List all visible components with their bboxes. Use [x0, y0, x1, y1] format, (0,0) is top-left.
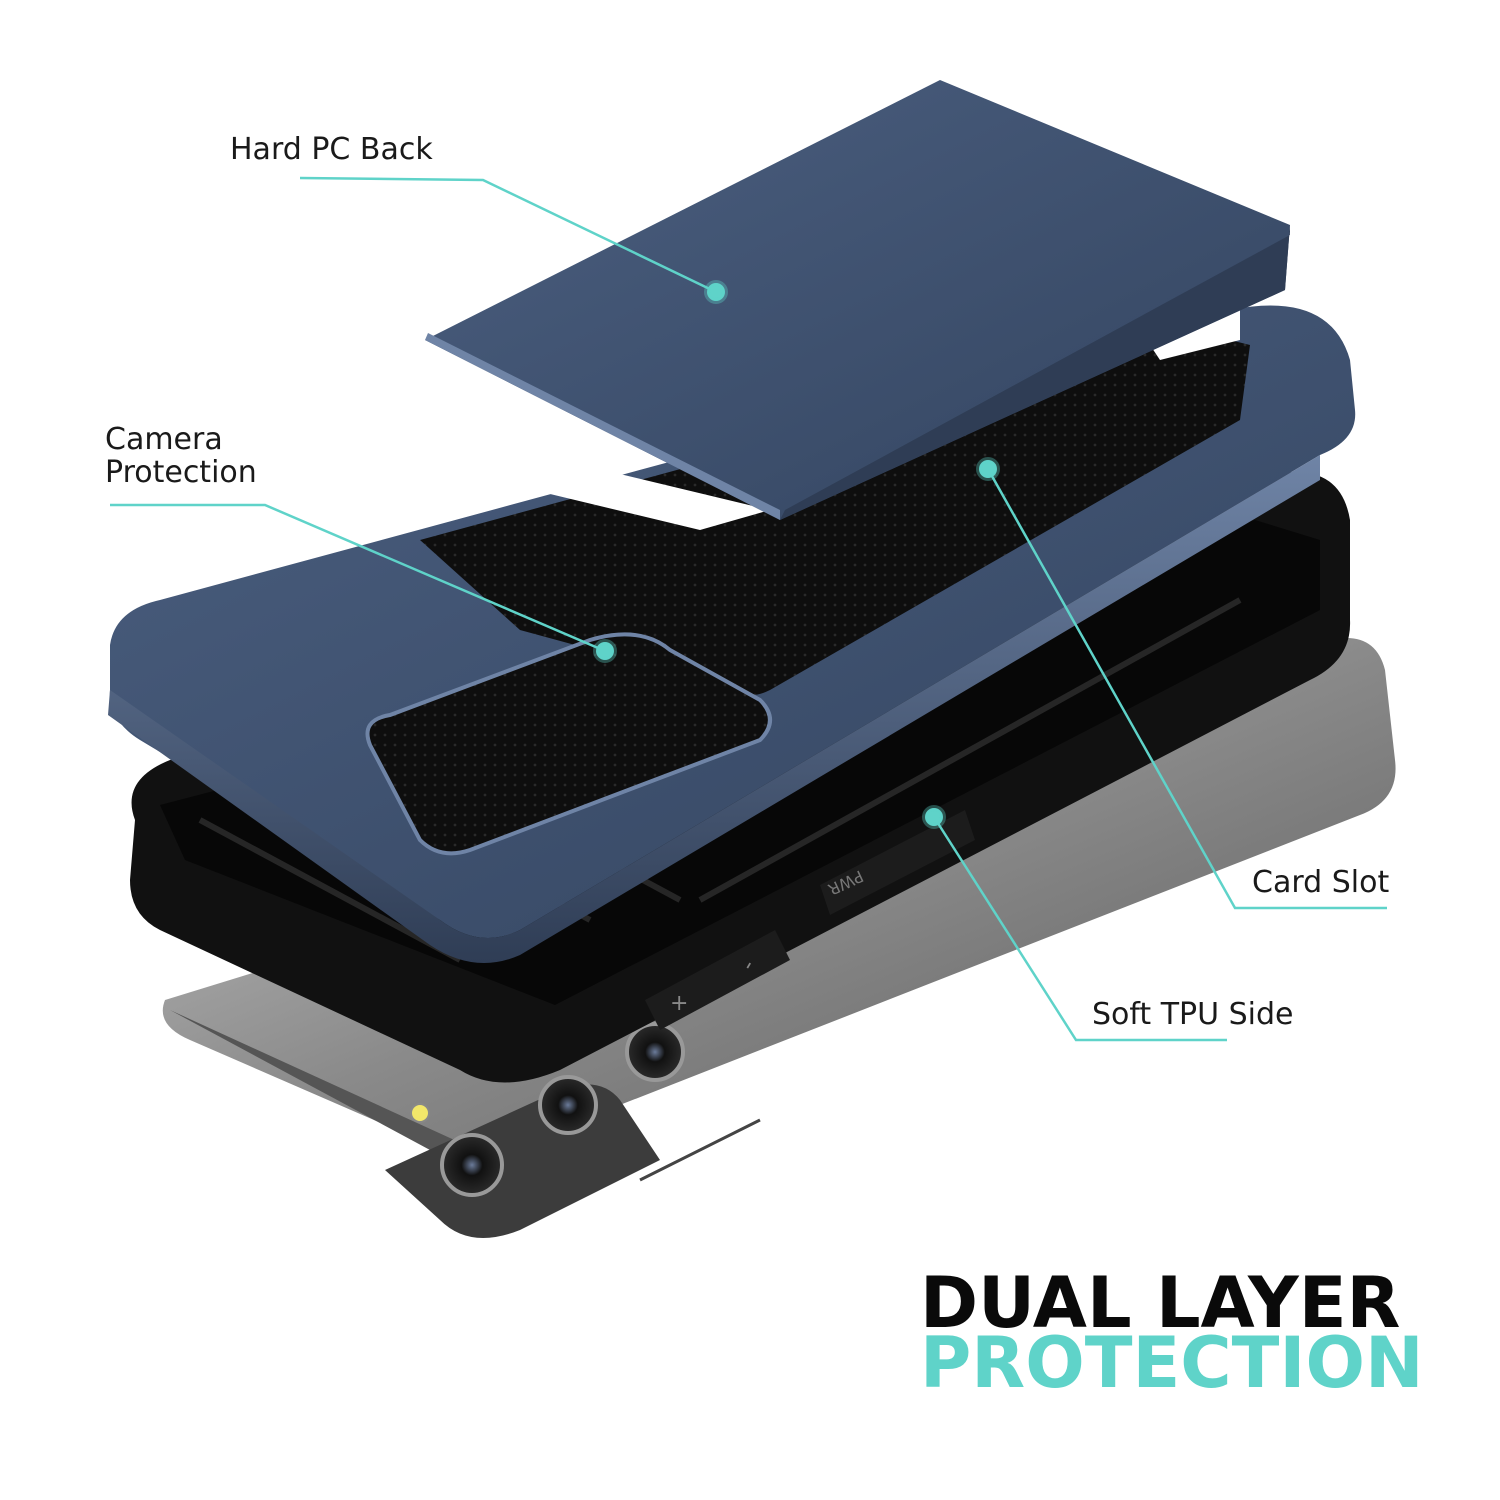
pc-back-plate — [425, 80, 1290, 520]
pc-frame — [108, 305, 1356, 963]
callout-label-card-slot: Card Slot — [1252, 865, 1390, 900]
callout-label-camera-line2: Protection — [105, 455, 257, 490]
headline-line1: DUAL LAYER — [920, 1262, 1401, 1344]
callout-line-hard-pc-back — [299, 176, 717, 294]
callout-dot-card-slot — [976, 457, 1000, 481]
headline-line2: PROTECTION — [920, 1322, 1424, 1404]
camera-lens-icon — [625, 1022, 685, 1082]
camera-cutout — [365, 632, 772, 856]
callout-dot-hard-pc-back — [704, 280, 728, 304]
card-slot-opening — [420, 330, 1250, 695]
callout-dot-soft-tpu-side — [922, 805, 946, 829]
camera-lens-icon — [440, 1133, 504, 1197]
callout-line-soft-tpu-side — [932, 816, 1227, 1042]
callout-lines — [110, 176, 1387, 1042]
flash-icon — [410, 1103, 430, 1123]
callout-label-camera-protection: Camera Protection — [105, 423, 257, 489]
callout-dots — [593, 280, 1000, 829]
volume-rocker — [645, 930, 790, 1030]
power-button — [820, 810, 975, 915]
volume-up-label: + — [670, 991, 688, 1016]
callout-line-card-slot — [986, 468, 1387, 910]
callout-label-camera-line1: Camera — [105, 422, 223, 457]
callout-dot-camera-protection — [593, 639, 617, 663]
callout-label-hard-pc-back: Hard PC Back — [230, 132, 433, 167]
camera-lens-icon — [538, 1075, 598, 1135]
callout-label-soft-tpu-side: Soft TPU Side — [1092, 997, 1294, 1032]
callout-line-camera-protection — [110, 503, 606, 653]
